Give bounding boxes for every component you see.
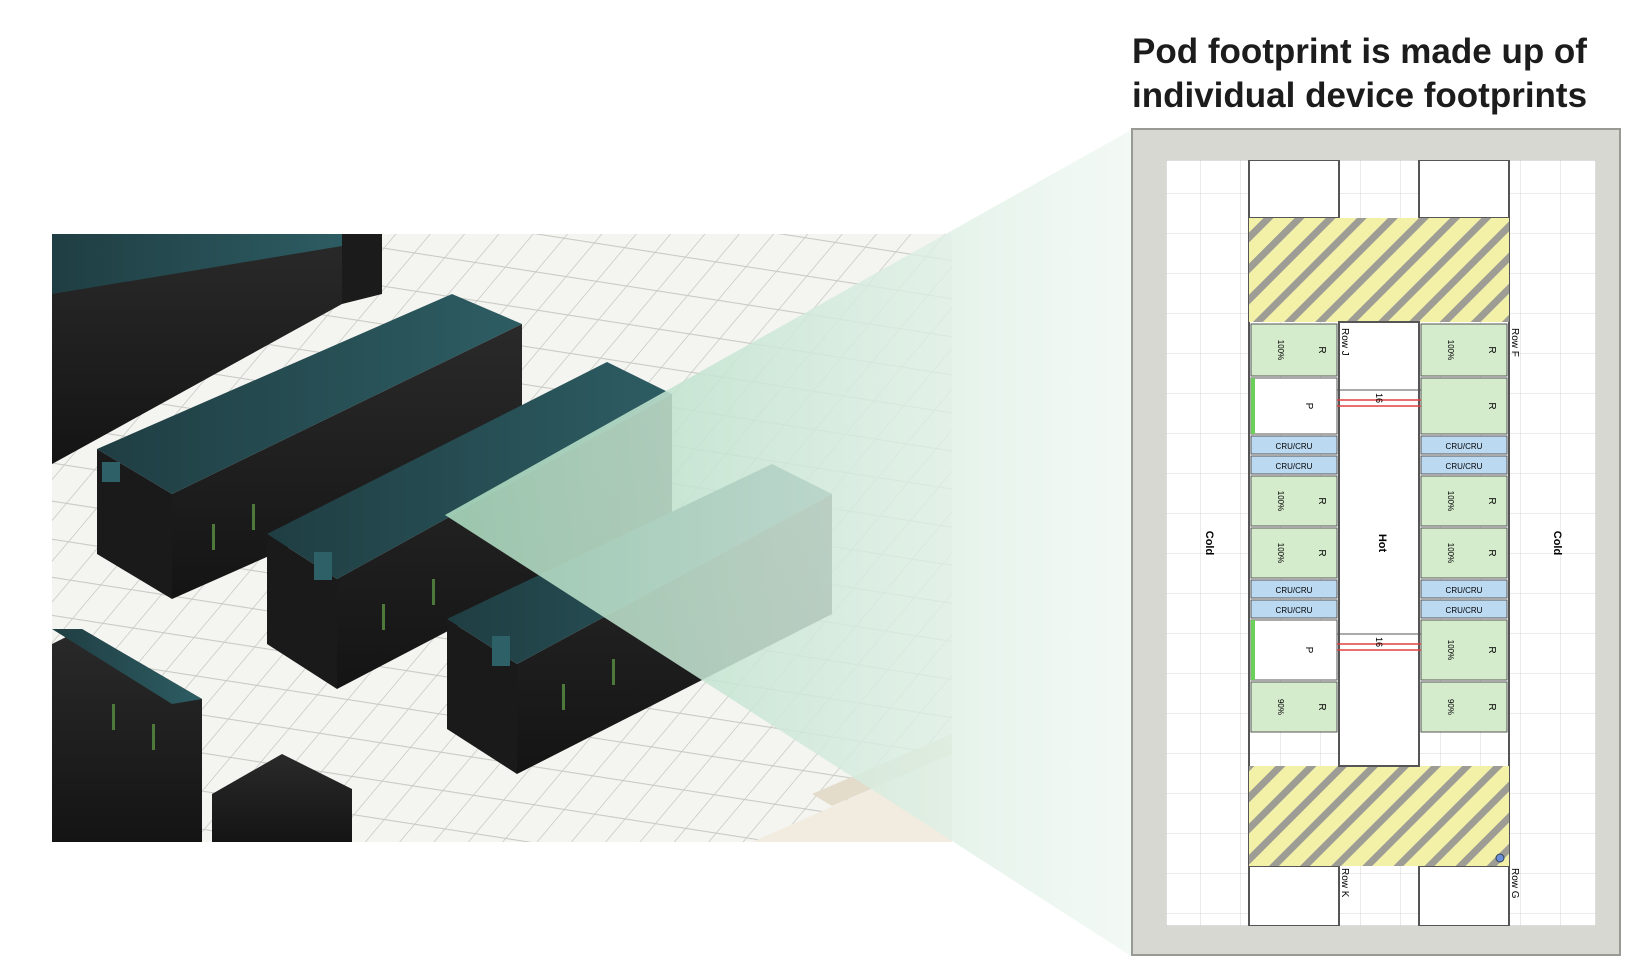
right-device-column: R 100% R CRU/CRU CRU/CRU R 100% R 100% C… <box>1420 323 1508 733</box>
row-label-j: Row J <box>1339 328 1350 356</box>
hot-aisle <box>1338 321 1420 767</box>
rack-footprint: R 90% <box>1420 681 1508 733</box>
zone-label-hot: Hot <box>1376 534 1388 553</box>
cooling-unit: CRU/CRU <box>1420 599 1508 619</box>
rack-label: R <box>1316 549 1327 556</box>
cooling-unit-text: CRU/CRU <box>1276 442 1313 451</box>
rack-label: R <box>1316 497 1327 504</box>
pod-floor-plan: R 100% P CRU/CRU CRU/CRU R 100% R 100% <box>1166 160 1596 926</box>
pdu-footprint: P <box>1250 377 1338 435</box>
cooling-unit: CRU/CRU <box>1250 579 1338 599</box>
cooling-unit-text: CRU/CRU <box>1446 586 1483 595</box>
zone-label-cold-right: Cold <box>1551 531 1563 555</box>
clearance-zone-top <box>1249 218 1509 322</box>
rack-load: 90% <box>1446 699 1455 715</box>
rack-footprint: R 100% <box>1250 527 1338 579</box>
cooling-unit: CRU/CRU <box>1250 435 1338 455</box>
headline: Pod footprint is made up of individual d… <box>1132 30 1642 118</box>
rack-load: 100% <box>1446 543 1455 563</box>
headline-line-1: Pod footprint is made up of <box>1132 32 1587 71</box>
rack-load: 90% <box>1276 699 1285 715</box>
rack-load: 100% <box>1276 543 1285 563</box>
row-label-k: Row K <box>1339 868 1350 898</box>
row-label-g: Row G <box>1509 868 1520 899</box>
rack-footprint: R 100% <box>1250 475 1338 527</box>
rack-load: 100% <box>1276 340 1285 360</box>
server-row-6 <box>212 754 352 842</box>
cooling-unit-text: CRU/CRU <box>1446 442 1483 451</box>
cooling-unit: CRU/CRU <box>1420 579 1508 599</box>
pdu-label: P <box>1303 403 1314 410</box>
server-row-1 <box>52 234 382 464</box>
rack-label: R <box>1316 703 1327 710</box>
cooling-unit: CRU/CRU <box>1420 435 1508 455</box>
row-label-f: Row F <box>1509 328 1520 357</box>
rack-label: R <box>1486 346 1497 353</box>
rack-label: R <box>1316 346 1327 353</box>
rack-footprint: R 100% <box>1250 323 1338 377</box>
connection-label: 16 <box>1374 637 1384 647</box>
server-row-2 <box>97 294 522 599</box>
server-row-5 <box>52 629 202 842</box>
left-device-column: R 100% P CRU/CRU CRU/CRU R 100% R 100% <box>1250 323 1338 733</box>
rack-label: R <box>1486 497 1497 504</box>
zone-label-cold-left: Cold <box>1203 531 1215 555</box>
cooling-unit-text: CRU/CRU <box>1446 606 1483 615</box>
rack-label: R <box>1486 703 1497 710</box>
rack-load: 100% <box>1446 340 1455 360</box>
cooling-unit-text: CRU/CRU <box>1276 606 1313 615</box>
rack-load: 100% <box>1446 640 1455 660</box>
rack-footprint: R <box>1420 377 1508 435</box>
cooling-unit: CRU/CRU <box>1420 455 1508 475</box>
rack-load: 100% <box>1446 491 1455 511</box>
rack-footprint: R 100% <box>1420 475 1508 527</box>
connection-label: 16 <box>1374 393 1384 403</box>
pdu-footprint: P <box>1250 619 1338 681</box>
power-connection-upper: 16 <box>1337 389 1421 407</box>
rack-label: R <box>1486 549 1497 556</box>
clearance-zone-bottom <box>1249 766 1509 866</box>
rack-label: R <box>1486 402 1497 409</box>
cooling-unit: CRU/CRU <box>1250 599 1338 619</box>
rack-footprint: R 100% <box>1420 323 1508 377</box>
rack-label: R <box>1486 646 1497 653</box>
rack-load: 100% <box>1276 491 1285 511</box>
cooling-unit-text: CRU/CRU <box>1446 462 1483 471</box>
power-connection-lower: 16 <box>1337 633 1421 651</box>
rack-footprint: R 90% <box>1250 681 1338 733</box>
rack-footprint: R 100% <box>1420 619 1508 681</box>
pdu-label: P <box>1303 647 1314 654</box>
headline-line-2: individual device footprints <box>1132 76 1588 115</box>
cooling-unit-text: CRU/CRU <box>1276 586 1313 595</box>
cooling-unit-text: CRU/CRU <box>1276 462 1313 471</box>
marker-icon <box>1495 853 1505 863</box>
rack-footprint: R 100% <box>1420 527 1508 579</box>
cooling-unit: CRU/CRU <box>1250 455 1338 475</box>
